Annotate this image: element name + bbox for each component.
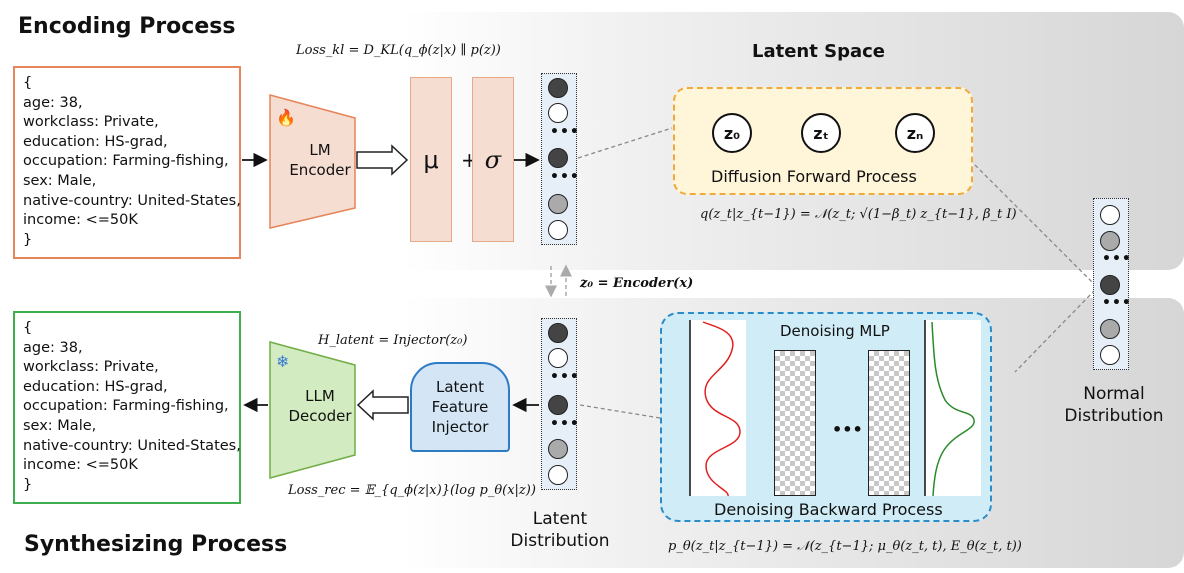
latent-node <box>548 194 568 214</box>
record-line: workclass: Private, <box>23 359 159 376</box>
mu-symbol: μ <box>423 146 439 174</box>
sigma-box <box>472 77 514 242</box>
record-line: workclass: Private, <box>23 114 159 131</box>
synthesizing-process-title: Synthesizing Process <box>24 532 288 557</box>
snowflake-icon: ❄ <box>276 352 290 371</box>
z0-node: z₀ <box>712 113 752 153</box>
record-line: } <box>23 476 33 493</box>
ellipsis-dots: ••• <box>1102 295 1132 311</box>
output-record-box: { age: 38, workclass: Private, education: H… <box>13 311 241 504</box>
encoding-process-title: Encoding Process <box>18 14 236 39</box>
latent-vector-bottom: ••• ••• <box>541 318 580 490</box>
ellipsis-dots: ••• <box>550 369 580 385</box>
record-line: { <box>23 75 33 91</box>
record-line: sex: Male, <box>23 417 97 434</box>
latent-node <box>548 465 568 485</box>
normal-distribution-vector: ••• ••• <box>1093 198 1132 370</box>
diffusion-forward-box: z₀ zₜ zₙ Diffusion Forward Process <box>673 87 973 195</box>
input-record-box: { age: 38, workclass: Private, education: H… <box>13 66 241 259</box>
record-line: age: 38, <box>23 94 83 111</box>
zt-node: zₜ <box>801 113 841 153</box>
sigma-symbol: σ <box>484 146 502 174</box>
latent-node <box>548 148 568 168</box>
latent-node <box>548 395 568 415</box>
latent-node <box>548 220 568 240</box>
denoising-backward-label: Denoising Backward Process <box>714 500 943 519</box>
mu-box <box>410 77 452 242</box>
ellipsis-dots: ••• <box>550 124 580 140</box>
latent-node <box>548 348 568 368</box>
zn-node: zₙ <box>895 113 935 153</box>
lm-encoder-label: LM Encoder <box>289 141 351 179</box>
ellipsis-dots: ••• <box>550 416 580 432</box>
normal-node <box>1100 345 1120 365</box>
latent-feature-injector: Latent Feature Injector <box>410 362 510 452</box>
latent-space-title: Latent Space <box>752 41 885 62</box>
fire-icon: 🔥 <box>276 108 296 127</box>
backward-formula: p_θ(z_t|z_{t−1}) = 𝒩(z_{t−1}; μ_θ(z_t, t… <box>668 539 1022 554</box>
hollow-arrow-encoder <box>356 144 409 176</box>
record-line: native-country: United-States, <box>23 437 241 454</box>
latent-node <box>548 323 568 343</box>
lm-encoder-shape <box>269 94 356 229</box>
record-line: sex: Male, <box>23 172 97 189</box>
llm-decoder-label: LLM Decoder <box>288 387 352 425</box>
h-latent-formula: H_latent = Injector(z₀) <box>318 333 468 348</box>
record-line: education: HS-grad, <box>23 133 168 150</box>
normal-node <box>1100 319 1120 339</box>
latent-node <box>548 103 568 123</box>
loss-kl-formula: Loss_kl = D_KL(q_ϕ(z|x) ∥ p(z)) <box>296 43 501 58</box>
record-line: { <box>23 320 33 336</box>
forward-formula: q(z_t|z_{t−1}) = 𝒩(z_t; √(1−β_t) z_{t−1}… <box>700 207 1017 222</box>
z0-encoder-formula: z₀ = Encoder(x) <box>580 276 694 291</box>
normal-node <box>1100 205 1120 225</box>
normal-node <box>1100 275 1120 295</box>
latent-vector-top: ••• ••• <box>541 73 580 245</box>
ellipsis-dots: ••• <box>550 169 580 185</box>
record-line: occupation: Farming-fishing, <box>23 153 229 170</box>
loss-rec-formula: Loss_rec = 𝔼_{q_ϕ(z|x)}(log p_θ(x|z)) <box>288 483 536 498</box>
latent-node <box>548 439 568 459</box>
hollow-arrow-injector <box>356 389 409 421</box>
record-line: native-country: United-States, <box>23 192 241 209</box>
normal-node <box>1100 231 1120 251</box>
latent-node <box>548 78 568 98</box>
record-line: education: HS-grad, <box>23 378 168 395</box>
mlp-ellipsis: ••• <box>832 420 863 439</box>
mlp-layer-last <box>868 350 910 496</box>
diffusion-forward-label: Diffusion Forward Process <box>711 167 917 186</box>
record-line: } <box>23 231 33 248</box>
denoising-backward-box: Denoising MLP ••• Denoising Backward Pro… <box>660 312 992 522</box>
llm-decoder-shape <box>269 341 356 479</box>
normal-distribution-label: Normal Distribution <box>1064 384 1164 426</box>
ellipsis-dots: ••• <box>1102 251 1132 267</box>
mlp-layer-first <box>774 350 816 496</box>
latent-distribution-label: Latent Distribution <box>510 509 610 551</box>
record-line: age: 38, <box>23 339 83 356</box>
record-line: income: <=50K <box>23 457 138 474</box>
denoising-mlp-label: Denoising MLP <box>780 322 890 340</box>
record-line: occupation: Farming-fishing, <box>23 398 229 415</box>
record-line: income: <=50K <box>23 212 138 229</box>
